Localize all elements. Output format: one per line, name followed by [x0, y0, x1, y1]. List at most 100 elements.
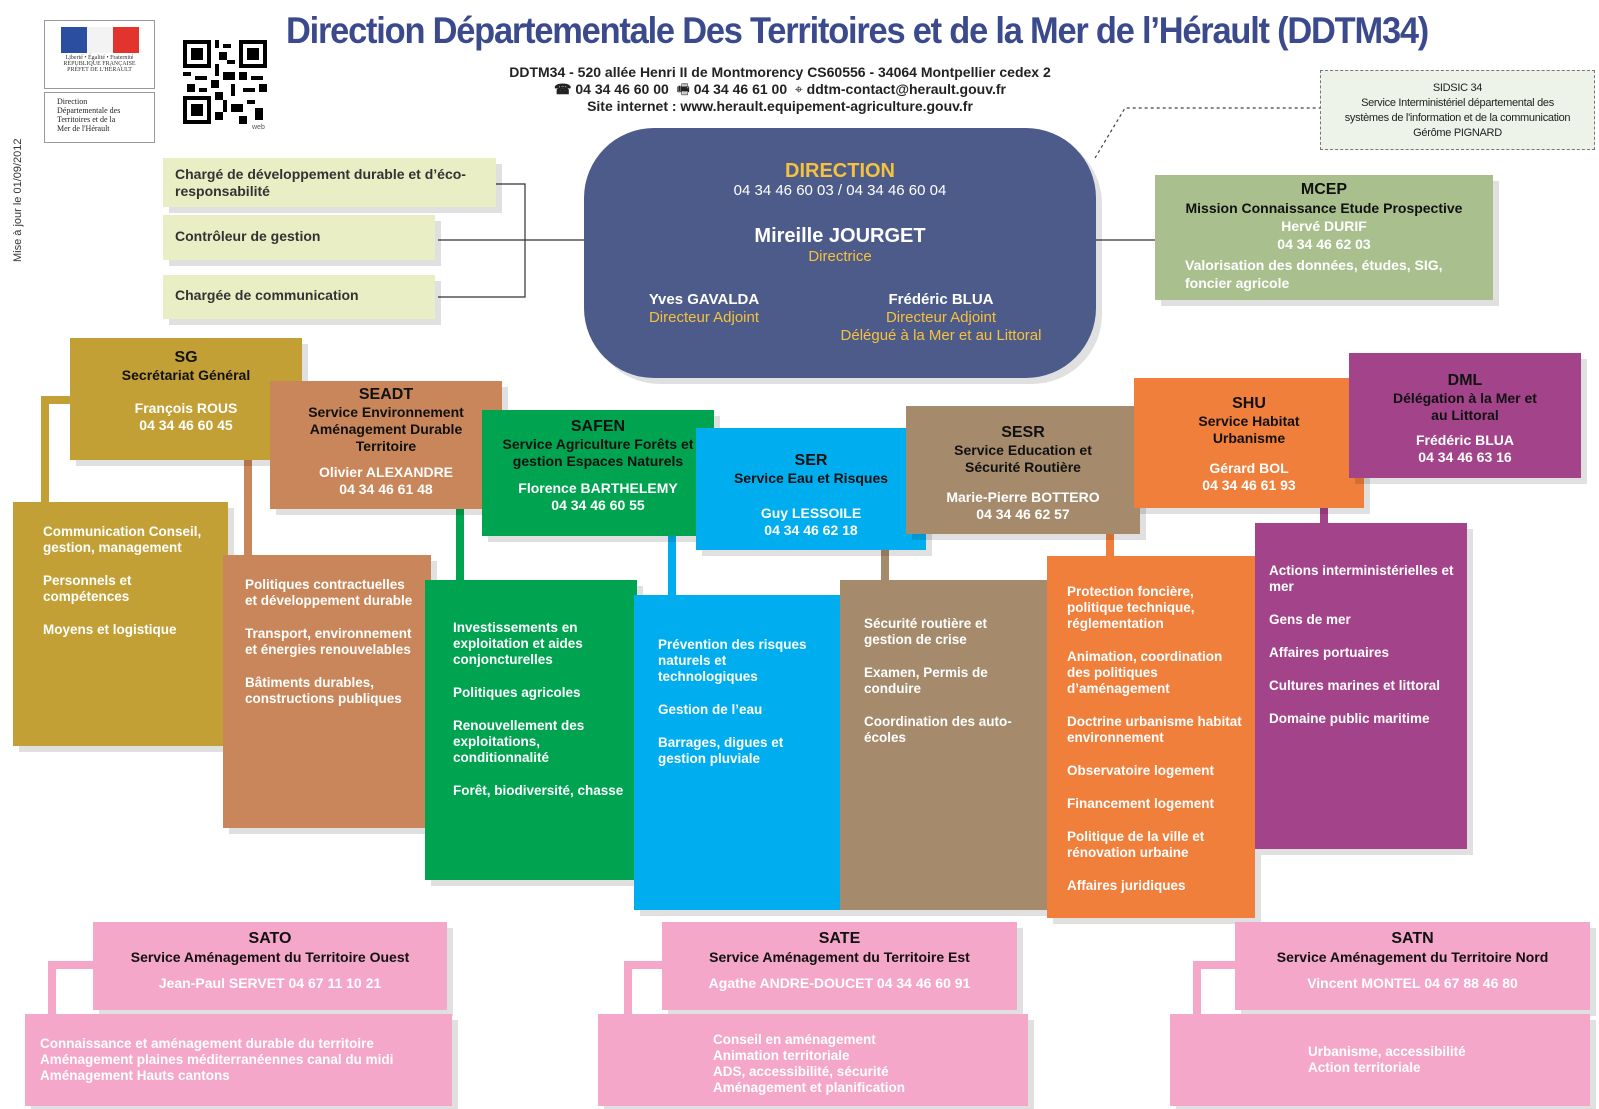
service-person: Agathe ANDRE-DOUCET	[708, 975, 874, 991]
territory-sate: SATE Service Aménagement du Territoire E…	[662, 922, 1017, 1010]
staff-controle-gestion: Contrôleur de gestion	[163, 215, 435, 260]
prefet-label: PRÉFET DE L'HÉRAULT	[67, 67, 132, 73]
service-name: Service Eau et Risques	[733, 470, 889, 486]
sate-details: Conseil en aménagement Animation territo…	[598, 1014, 1028, 1106]
mcep-code: MCEP	[1300, 181, 1348, 198]
list-item: Politiques contractuelles et développeme…	[245, 577, 413, 608]
service-person: François ROUS	[134, 400, 238, 416]
direction-title: DIRECTION	[785, 160, 895, 182]
service-code: SG	[174, 349, 198, 366]
header-email[interactable]: ddtm-contact@herault.gouv.fr	[806, 81, 1006, 97]
sg-details: Communication Conseil, gestion, manageme…	[13, 502, 228, 746]
list-item: Moyens et logistique	[43, 622, 177, 637]
service-name: Service Agriculture Forêts et gestion Es…	[502, 436, 694, 469]
service-sg: SG Secrétariat Général François ROUS 04 …	[70, 338, 302, 460]
deputy-2-name: Frédéric BLUA	[888, 291, 994, 308]
mouse-icon: ⌖	[794, 81, 803, 97]
header-phone: 04 34 46 60 00	[575, 81, 669, 97]
deputy-2-role2: Délégué à la Mer et au Littoral	[840, 327, 1042, 344]
list-item: Renouvellement des exploitations, condit…	[453, 718, 585, 765]
ddtm-logo-line: Mer de l'Hérault	[57, 124, 110, 133]
service-code: SHU	[1232, 395, 1266, 412]
list-item: Affaires portuaires	[1269, 645, 1390, 660]
service-phone: 04 34 46 63 16	[1418, 449, 1512, 465]
mcep-person: Hervé DURIF	[1281, 218, 1367, 234]
satn-details: Urbanisme, accessibilité Action territor…	[1170, 1014, 1590, 1106]
list-item: Communication Conseil, gestion, manageme…	[43, 524, 202, 555]
service-person: Vincent MONTEL	[1307, 975, 1421, 991]
service-shu: SHU Service Habitat Urbanisme Gérard BOL…	[1134, 378, 1364, 508]
service-phone: 04 34 46 60 55	[551, 497, 645, 513]
header-address: DDTM34 - 520 allée Henri II de Montmoren…	[509, 64, 1051, 80]
list-item: Animation, coordination des politiques d…	[1067, 649, 1223, 696]
mcep-name: Mission Connaissance Etude Prospective	[1185, 200, 1463, 216]
qr-code[interactable]	[183, 40, 267, 124]
ddtm-logo-line: Direction	[57, 97, 88, 106]
service-person: Frédéric BLUA	[1415, 432, 1515, 448]
staff-communication: Chargée de communication	[163, 275, 435, 319]
sesr-details: Sécurité routière et gestion de crise Ex…	[840, 580, 1050, 910]
territory-satn: SATN Service Aménagement du Territoire N…	[1235, 922, 1590, 1010]
list-item: Cultures marines et littoral	[1269, 678, 1441, 693]
mcep-phone: 04 34 46 62 03	[1277, 236, 1371, 252]
service-code: DML	[1447, 372, 1483, 389]
list-item: Transport, environnement et énergies ren…	[245, 626, 412, 657]
staff-dev-durable: Chargé de développement durable et d’éco…	[163, 158, 496, 207]
service-code: SEADT	[358, 386, 414, 403]
service-phone: 04 34 46 60 91	[876, 975, 971, 991]
motto: Liberté • Égalité • Fraternité	[65, 55, 134, 61]
safen-details: Investissements en exploitation et aides…	[425, 580, 637, 880]
header-fax: 04 34 46 61 00	[693, 81, 788, 97]
list-item: Barrages, digues et gestion pluviale	[658, 735, 784, 766]
shu-details: Protection foncière, politique technique…	[1047, 556, 1255, 918]
service-phone: 04 34 46 61 48	[339, 481, 433, 497]
service-phone: 04 34 46 62 18	[764, 522, 858, 538]
sidsic-person: Gérôme PIGNARD	[1413, 127, 1502, 139]
list-item: Gens de mer	[1269, 612, 1351, 627]
list-item: Domaine public maritime	[1269, 711, 1430, 726]
service-person: Jean-Paul SERVET	[158, 975, 285, 991]
service-code: SATN	[1391, 930, 1434, 947]
header-website[interactable]: Site internet : www.herault.equipement-a…	[587, 98, 973, 114]
service-name: Service Aménagement du Territoire Ouest	[130, 949, 410, 965]
service-sesr: SESR Service Education et Sécurité Routi…	[906, 406, 1140, 534]
sidsic-line: Service Interministériel départemental d…	[1361, 97, 1554, 109]
service-seadt: SEADT Service Environnement Aménagement …	[270, 381, 502, 509]
phone-icon: ☎	[554, 81, 572, 97]
service-phone: 04 67 88 46 80	[1424, 975, 1518, 991]
list-item: Actions interministérielles et mer	[1269, 563, 1454, 594]
ddtm-logo-line: Territoires et de la	[57, 115, 116, 124]
territory-sato: SATO Service Aménagement du Territoire O…	[93, 922, 447, 1010]
deputy-2-role: Directeur Adjoint	[885, 309, 997, 326]
list-item: Urbanisme, accessibilité	[1308, 1044, 1466, 1059]
service-name: Délégation à la Mer et au Littoral	[1393, 390, 1537, 423]
service-ser: SER Service Eau et Risques Guy LESSOILE …	[696, 428, 926, 550]
service-safen: SAFEN Service Agriculture Forêts et gest…	[482, 410, 714, 536]
service-code: SATO	[248, 930, 292, 947]
sidsic-title: SIDSIC 34	[1432, 82, 1483, 94]
qr-caption: web	[252, 124, 265, 131]
service-dml: DML Délégation à la Mer et au Littoral F…	[1349, 353, 1581, 478]
prefecture-logo: Liberté • Égalité • Fraternité RÉPUBLIQU…	[44, 20, 155, 89]
service-code: SESR	[1001, 424, 1045, 441]
service-person: Olivier ALEXANDRE	[318, 464, 454, 480]
service-person: Gérard BOL	[1209, 460, 1289, 476]
mcep-desc: Valorisation des données, études, SIG, f…	[1185, 257, 1443, 291]
director-name: Mireille JOURGET	[754, 225, 926, 247]
list-item: Prévention des risques naturels et techn…	[658, 637, 807, 684]
update-date-text: Mise à jour le 01/09/2012	[12, 138, 24, 262]
service-name: Service Aménagement du Territoire Nord	[1276, 949, 1549, 965]
list-item: Sécurité routière et gestion de crise	[864, 616, 988, 647]
ddtm-logo: Direction Départementale des Territoires…	[44, 92, 155, 143]
service-person: Florence BARTHELEMY	[518, 480, 678, 496]
seadt-details: Politiques contractuelles et développeme…	[223, 555, 431, 828]
sidsic-line: systèmes de l'information et de la commu…	[1344, 112, 1571, 124]
page-title: Direction Départementale Des Territoires…	[286, 10, 1429, 51]
service-code: SAFEN	[570, 418, 626, 435]
list-item: Aménagement Hauts cantons	[40, 1068, 230, 1083]
service-person: Marie-Pierre BOTTERO	[946, 489, 1100, 505]
service-phone: 04 34 46 62 57	[976, 506, 1070, 522]
list-item: Bâtiments durables, constructions publiq…	[245, 675, 402, 706]
list-item: Financement logement	[1067, 796, 1215, 811]
list-item: Aménagement plaines méditerranéennes can…	[40, 1052, 394, 1067]
